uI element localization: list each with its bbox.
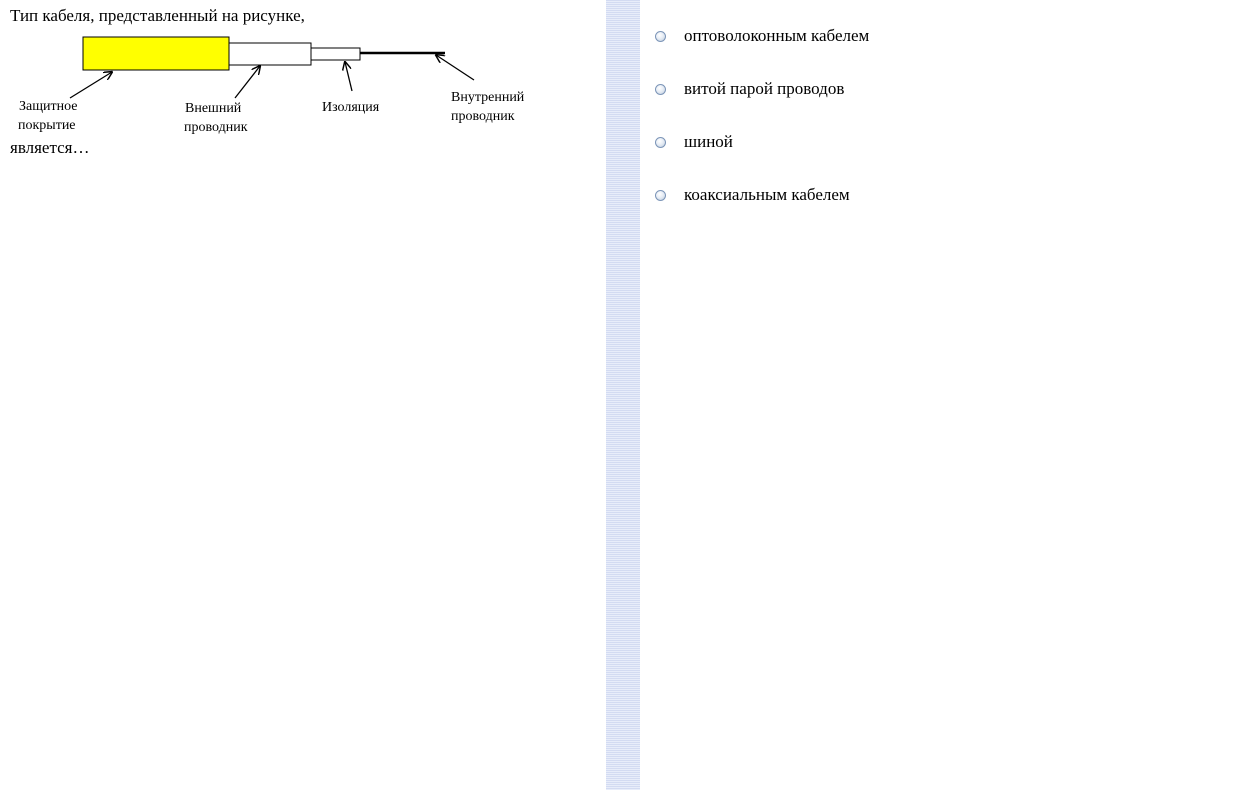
radio-button-icon[interactable] [655, 83, 666, 95]
answer-option-fiber-optic[interactable]: оптоволоконным кабелем [655, 25, 869, 47]
question-text-line-2: является… [10, 138, 90, 157]
pane-divider [606, 0, 640, 790]
outer-conductor-label-line-1: Внешний [185, 101, 242, 116]
protective-coating-segment [82, 36, 230, 71]
answer-option-label[interactable]: оптоволоконным кабелем [684, 26, 870, 45]
answer-option-twisted-pair[interactable]: витой парой проводов [655, 78, 844, 100]
coaxial-cable-diagram: Защитное покрытие Внешний проводник Изол… [18, 36, 525, 135]
inner-conductor-label-line-1: Внутренний [451, 90, 525, 105]
inner-conductor-arrow [436, 55, 475, 81]
question-text-line-1: Тип кабеля, представленный на рисунке, [10, 6, 305, 25]
insulation-arrow [345, 62, 353, 92]
answer-option-bus[interactable]: шиной [655, 131, 733, 153]
protective-coating-arrow [69, 72, 112, 99]
radio-button-icon[interactable] [655, 30, 666, 42]
outer-conductor-arrow [234, 66, 260, 99]
insulation-label: Изоляция [322, 100, 380, 115]
inner-conductor-label-line-2: проводник [451, 109, 515, 124]
outer-conductor-label-line-2: проводник [184, 120, 248, 135]
answer-option-coaxial[interactable]: коаксиальным кабелем [655, 184, 850, 206]
insulation-segment [310, 47, 361, 61]
radio-button-icon[interactable] [655, 136, 666, 148]
question-pane: Тип кабеля, представленный на рисунке, З… [0, 0, 606, 790]
answers-pane: оптоволоконным кабелем витой парой прово… [640, 0, 1245, 790]
protective-coating-label-line-1: Защитное [19, 99, 78, 114]
answer-option-label[interactable]: коаксиальным кабелем [684, 185, 850, 204]
outer-conductor-segment [228, 42, 312, 66]
radio-button-icon[interactable] [655, 189, 666, 201]
protective-coating-label-line-2: покрытие [18, 118, 76, 133]
answer-option-label[interactable]: витой парой проводов [684, 79, 845, 98]
answer-option-label[interactable]: шиной [684, 132, 733, 151]
